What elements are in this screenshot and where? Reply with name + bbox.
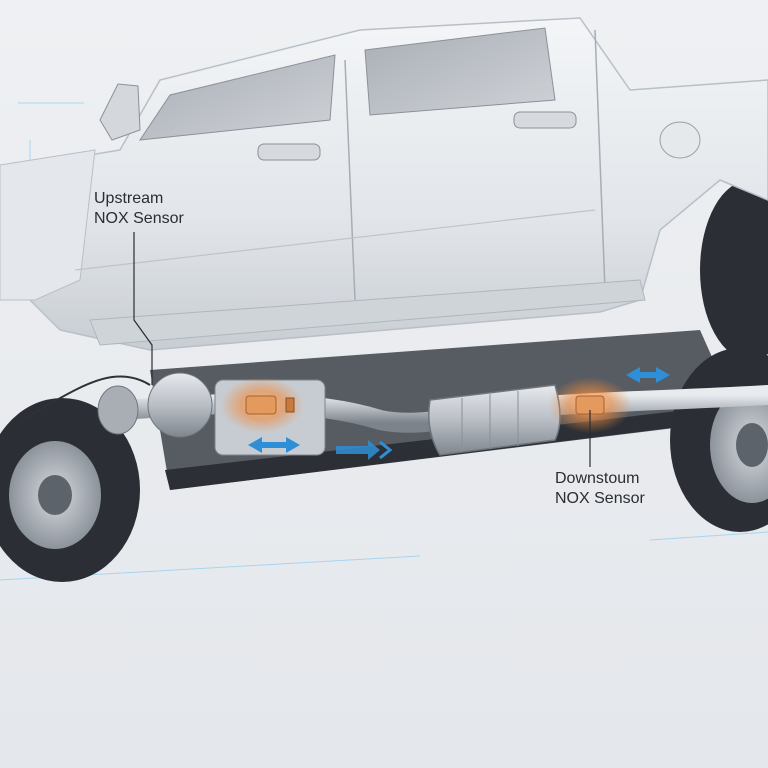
flow-arrow-icon bbox=[248, 437, 300, 453]
downstream-label-line1: Downstoum bbox=[555, 470, 640, 487]
downstream-sensor-label: Downstoum NOX Sensor bbox=[555, 469, 645, 509]
rear-tire-top bbox=[700, 180, 768, 360]
chevron-right-icon bbox=[336, 440, 393, 460]
downstream-label-line2: NOX Sensor bbox=[555, 490, 645, 507]
double-arrow-icon bbox=[626, 367, 670, 383]
leader-lines bbox=[133, 232, 591, 467]
upstream-sensor-label: Upstream NOX Sensor bbox=[94, 189, 184, 229]
upstream-sensor bbox=[220, 377, 304, 433]
upstream-label-line2: NOX Sensor bbox=[94, 210, 184, 227]
truck-body bbox=[0, 17, 768, 351]
front-wheel bbox=[0, 398, 140, 582]
upstream-label-line1: Upstream bbox=[94, 190, 164, 207]
